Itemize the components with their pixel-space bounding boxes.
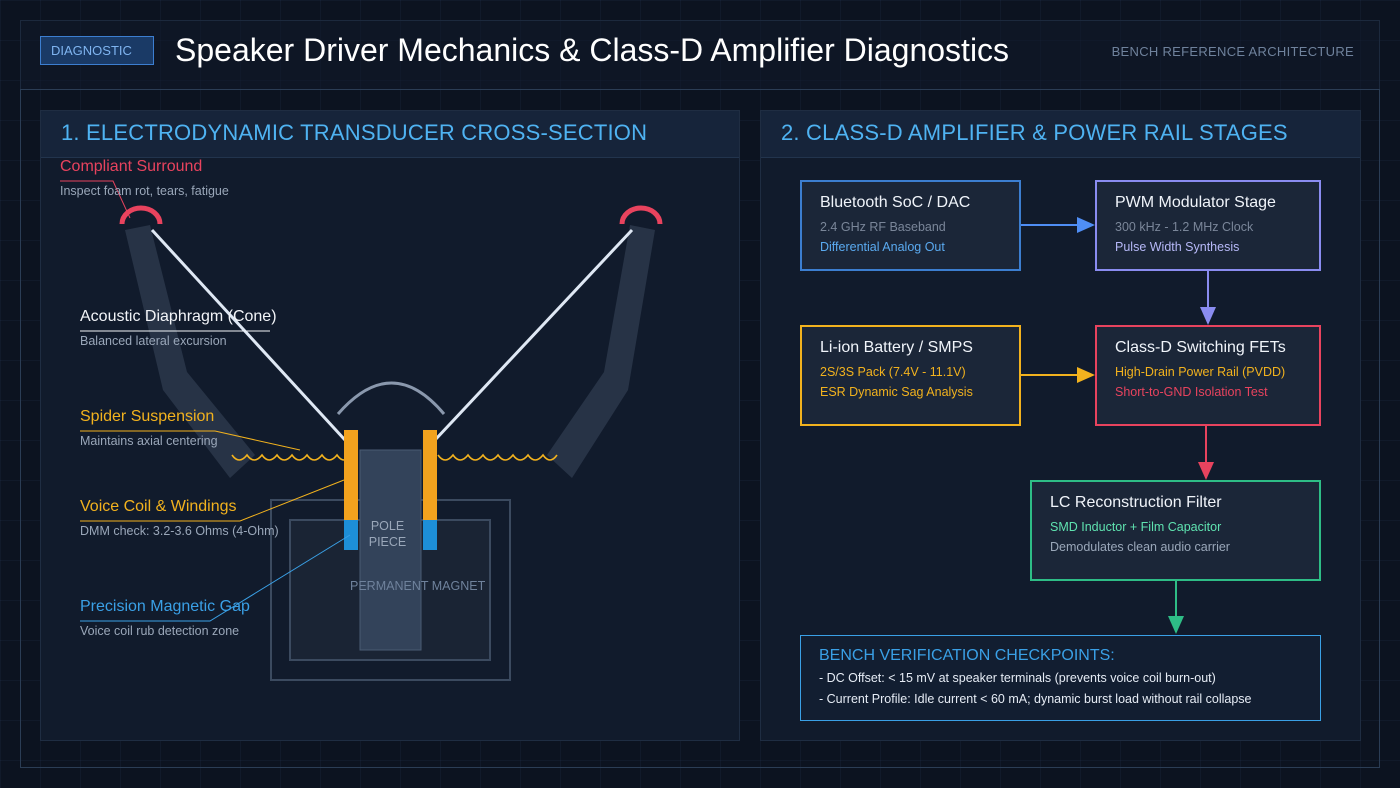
callout-gap-desc: Voice coil rub detection zone xyxy=(80,624,240,638)
stage-filter-name: LC Reconstruction Filter xyxy=(1050,494,1222,511)
checkpoint-item: - Current Profile: Idle current < 60 mA;… xyxy=(819,692,1252,706)
checkpoint-item: - DC Offset: < 15 mV at speaker terminal… xyxy=(819,671,1216,685)
callout-spider-desc: Maintains axial centering xyxy=(80,434,218,448)
callout-surround-desc: Inspect foam rot, tears, fatigue xyxy=(60,184,229,198)
stage-soc-line-1: 2.4 GHz RF Baseband xyxy=(820,220,946,234)
stage-battery-line-1: 2S/3S Pack (7.4V - 11.1V) xyxy=(820,365,966,379)
amplifier-panel-title: 2. CLASS-D AMPLIFIER & POWER RAIL STAGES xyxy=(781,120,1288,145)
verification-checkpoints: BENCH VERIFICATION CHECKPOINTS: - DC Off… xyxy=(800,635,1321,721)
magnetic-gap-left xyxy=(344,520,358,550)
transducer-panel-header: 1. ELECTRODYNAMIC TRANSDUCER CROSS-SECTI… xyxy=(41,111,739,158)
callout-coil-desc: DMM check: 3.2-3.6 Ohms (4-Ohm) xyxy=(80,524,279,538)
pole-label-line-1: POLE xyxy=(370,519,405,533)
basket-frame-right xyxy=(547,225,655,478)
stage-pwm-modulator: PWM Modulator Stage 300 kHz - 1.2 MHz Cl… xyxy=(1095,180,1321,271)
stage-switching-fets: Class-D Switching FETs High-Drain Power … xyxy=(1095,325,1321,426)
stage-fets-line-1: High-Drain Power Rail (PVDD) xyxy=(1115,365,1286,379)
stage-battery-smps: Li-ion Battery / SMPS 2S/3S Pack (7.4V -… xyxy=(800,325,1021,426)
pole-label-line-2: PIECE xyxy=(368,535,407,549)
spider-left xyxy=(231,453,352,461)
page-subtitle: BENCH REFERENCE ARCHITECTURE xyxy=(1111,44,1354,59)
diagnostic-badge: DIAGNOSTIC xyxy=(40,36,154,65)
callout-coil-title: Voice Coil & Windings xyxy=(80,498,237,515)
dust-cap xyxy=(336,381,446,415)
stage-bluetooth-soc: Bluetooth SoC / DAC 2.4 GHz RF Baseband … xyxy=(800,180,1021,271)
stage-lc-filter: LC Reconstruction Filter SMD Inductor + … xyxy=(1030,480,1321,581)
cone-right xyxy=(433,228,634,442)
stage-pwm-name: PWM Modulator Stage xyxy=(1115,194,1276,211)
cone-left xyxy=(150,228,347,442)
stage-fets-line-2: Short-to-GND Isolation Test xyxy=(1115,385,1268,399)
surround-right xyxy=(619,205,663,225)
transducer-panel-title: 1. ELECTRODYNAMIC TRANSDUCER CROSS-SECTI… xyxy=(61,120,648,145)
stage-filter-line-2: Demodulates clean audio carrier xyxy=(1050,540,1230,554)
amplifier-panel-header: 2. CLASS-D AMPLIFIER & POWER RAIL STAGES xyxy=(761,111,1360,158)
checkpoints-title: BENCH VERIFICATION CHECKPOINTS: xyxy=(819,647,1115,664)
voice-coil-right xyxy=(423,430,437,520)
magnetic-gap-right xyxy=(423,520,437,550)
basket-frame-left xyxy=(125,225,255,478)
callout-cone-title: Acoustic Diaphragm (Cone) xyxy=(80,308,277,325)
leader-coil xyxy=(80,479,345,522)
pole-piece xyxy=(359,449,422,651)
stage-soc-name: Bluetooth SoC / DAC xyxy=(820,194,971,211)
stage-soc-line-2: Differential Analog Out xyxy=(820,240,945,254)
leader-spider xyxy=(80,430,301,451)
stage-battery-line-2: ESR Dynamic Sag Analysis xyxy=(820,385,973,399)
callout-gap-title: Precision Magnetic Gap xyxy=(80,598,250,615)
permanent-magnet-label: PERMANENT MAGNET xyxy=(350,579,486,593)
callout-surround-title: Compliant Surround xyxy=(60,158,203,175)
stage-pwm-line-2: Pulse Width Synthesis xyxy=(1115,240,1240,254)
spider-right xyxy=(437,453,558,461)
stage-fets-name: Class-D Switching FETs xyxy=(1115,339,1286,356)
pole-piece-label: POLE PIECE xyxy=(360,518,415,550)
surround-left xyxy=(119,205,163,225)
callout-spider-title: Spider Suspension xyxy=(80,408,215,425)
leader-surround xyxy=(60,180,131,219)
leader-gap xyxy=(80,534,351,622)
stage-pwm-line-1: 300 kHz - 1.2 MHz Clock xyxy=(1115,220,1254,234)
callout-cone-desc: Balanced lateral excursion xyxy=(80,334,227,348)
stage-battery-name: Li-ion Battery / SMPS xyxy=(820,339,973,356)
header-bar: DIAGNOSTIC Speaker Driver Mechanics & Cl… xyxy=(20,20,1380,90)
stage-filter-line-1: SMD Inductor + Film Capacitor xyxy=(1050,520,1222,534)
page-title: Speaker Driver Mechanics & Class-D Ampli… xyxy=(175,32,1010,68)
voice-coil-left xyxy=(344,430,358,520)
